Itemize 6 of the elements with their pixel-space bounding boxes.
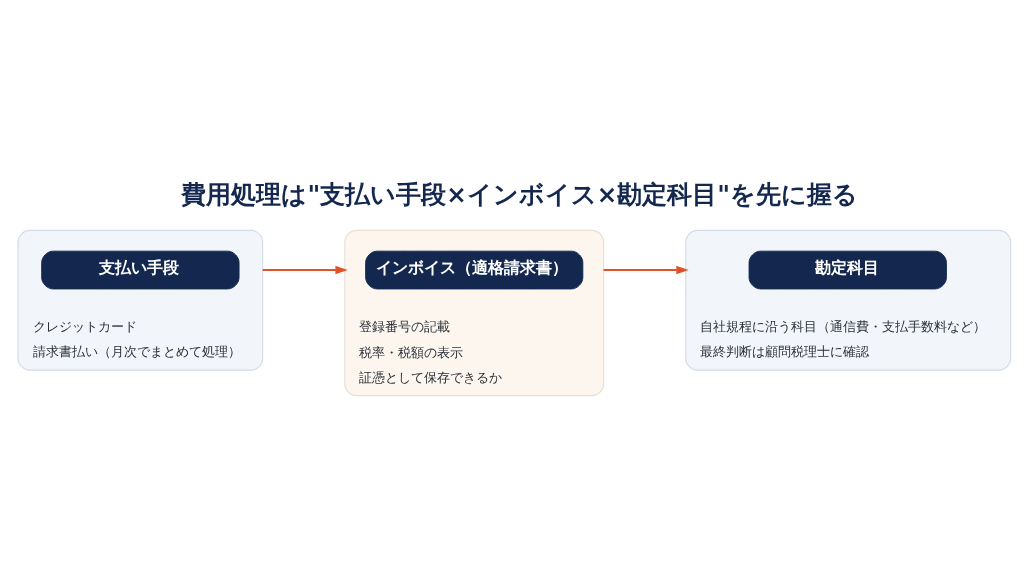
diagram-title: 費用処理は"支払い手段×インボイス×勘定科目"を先に握る xyxy=(181,180,859,210)
node-box: 支払い手段 xyxy=(41,250,240,290)
node-box: 勘定科目 xyxy=(748,250,947,290)
arrow xyxy=(602,265,689,275)
node-box: インボイス（適格請求書） xyxy=(365,250,584,290)
arrow xyxy=(261,265,348,275)
